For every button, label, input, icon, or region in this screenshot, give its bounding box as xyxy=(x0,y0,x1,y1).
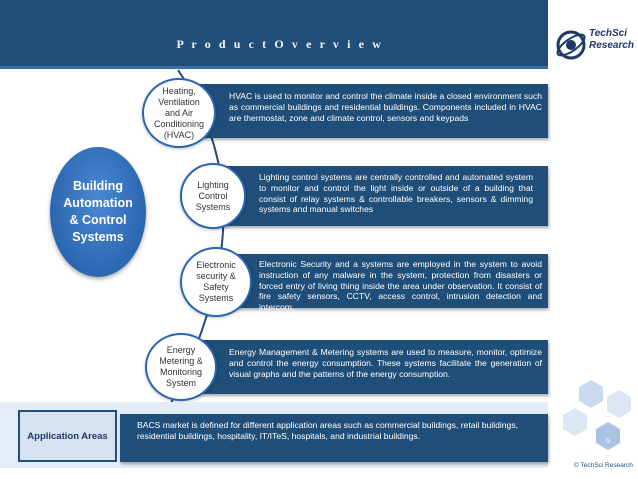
application-areas-label: Application Areas xyxy=(27,430,108,442)
lighting-node-label: Lighting Control Systems xyxy=(195,179,231,212)
energy-node: Energy Metering & Monitoring System xyxy=(145,333,217,401)
hvac-node-label: Heating, Ventilation and Air Conditionin… xyxy=(153,85,205,140)
page-title: P r o d u c t O v e r v i e w xyxy=(176,37,384,51)
bacs-description-bar xyxy=(120,414,548,462)
page-number: 5 xyxy=(606,438,610,445)
energy-node-label: Energy Metering & Monitoring System xyxy=(159,345,203,388)
lighting-description-bar xyxy=(210,166,548,226)
logo-text-line1: TechSci xyxy=(589,28,627,39)
main-circle-label: Building Automation & Control Systems xyxy=(63,179,133,244)
energy-description-bar xyxy=(186,340,548,394)
header-accent-line xyxy=(0,66,548,69)
hexagon-decoration xyxy=(563,380,631,450)
application-areas-box: Application Areas xyxy=(18,410,117,462)
techsci-logo xyxy=(551,25,635,65)
hvac-node: Heating, Ventilation and Air Conditionin… xyxy=(142,78,216,148)
security-node: Electronic security & Safety Systems xyxy=(180,247,252,317)
security-node-label: Electronic security & Safety Systems xyxy=(196,260,236,303)
header-bar xyxy=(0,0,548,66)
hvac-description: HVAC is used to monitor and control the … xyxy=(229,91,542,123)
logo-text-line2: Research xyxy=(589,40,635,51)
security-description-bar xyxy=(210,254,548,308)
building-automation-circle: Building Automation & Control Systems xyxy=(50,147,146,277)
bacs-description: BACS market is defined for different app… xyxy=(137,420,519,441)
hvac-description-bar xyxy=(186,84,548,138)
lighting-node: Lighting Control Systems xyxy=(180,163,246,229)
globe-icon xyxy=(556,30,586,60)
copyright-text: © TechSci Research xyxy=(574,462,633,469)
lighting-description: Lighting control systems are centrally c… xyxy=(259,172,533,215)
security-description: Electronic Security and a systems are em… xyxy=(259,259,542,313)
energy-description: Energy Management & Metering systems are… xyxy=(229,347,542,379)
